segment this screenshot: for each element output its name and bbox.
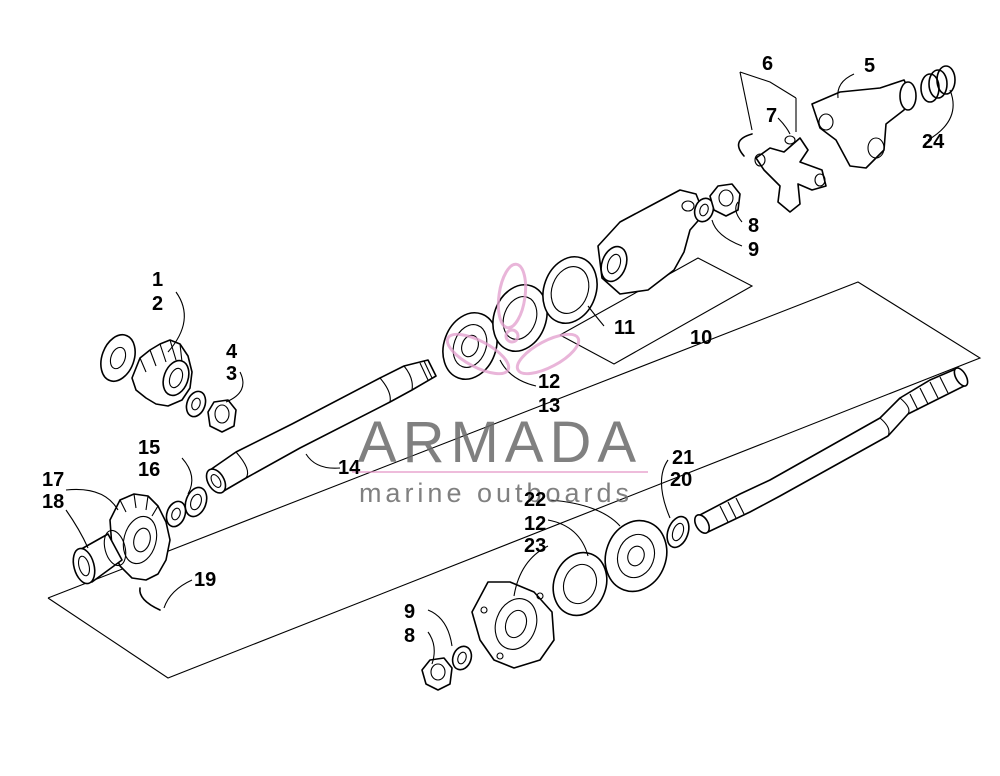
watermark-title: ARMADA xyxy=(358,410,642,475)
lower-drive-shaft xyxy=(693,367,969,534)
boot-ring-11 xyxy=(542,256,598,324)
snap-ring-7 xyxy=(737,133,753,157)
ball-bearing-upper xyxy=(442,312,498,380)
callout-6: 6 xyxy=(762,53,773,75)
callout-17: 17 xyxy=(42,469,64,491)
bevel-pinion-gear xyxy=(131,339,193,407)
callout-4: 4 xyxy=(226,341,238,363)
callout-21: 21 xyxy=(672,447,694,469)
thrust-washer xyxy=(100,333,136,383)
leader-lines xyxy=(65,73,954,665)
needle-bearing-18 xyxy=(72,529,127,585)
yoke-5 xyxy=(811,79,917,169)
callout-7: 7 xyxy=(766,105,777,127)
callout-5: 5 xyxy=(864,55,875,77)
washer-21 xyxy=(666,515,690,549)
callout-10: 10 xyxy=(690,327,712,349)
callout-9-upper: 9 xyxy=(748,239,759,261)
lock-washer xyxy=(185,390,207,418)
slip-yoke-10 xyxy=(597,189,705,295)
callout-8-upper: 8 xyxy=(748,215,759,237)
callout-24: 24 xyxy=(922,131,945,153)
collar-16 xyxy=(184,486,208,518)
callout-12-lower: 12 xyxy=(524,513,546,535)
callout-22: 22 xyxy=(524,489,546,511)
watermark-logo-icon xyxy=(445,262,581,376)
callout-8-lower: 8 xyxy=(404,625,415,647)
bearing-housing-22 xyxy=(604,519,668,593)
callout-23: 23 xyxy=(524,535,546,557)
callout-14: 14 xyxy=(338,457,361,479)
spring-24 xyxy=(920,65,956,103)
nut-8-lower xyxy=(421,657,453,691)
nut-8-upper xyxy=(709,183,741,217)
group-frame-lower xyxy=(47,281,982,679)
callout-18: 18 xyxy=(42,491,64,513)
callout-9-lower: 9 xyxy=(404,601,415,623)
snap-ring-19 xyxy=(139,587,161,611)
callout-16: 16 xyxy=(138,459,160,481)
oil-seal-lower xyxy=(552,551,608,617)
upper-drive-shaft xyxy=(205,359,437,494)
hex-nut-3 xyxy=(207,399,237,433)
driven-gear-17 xyxy=(109,493,171,581)
washer-9-lower xyxy=(451,645,473,671)
group-bracket-6 xyxy=(739,71,797,132)
callout-20: 20 xyxy=(670,469,692,491)
callout-15: 15 xyxy=(138,437,160,459)
callout-13: 13 xyxy=(538,395,560,417)
callout-12-upper: 12 xyxy=(538,371,560,393)
flange-housing-23 xyxy=(471,581,555,669)
callout-11: 11 xyxy=(614,317,635,339)
watermark-subtitle: marine outboards xyxy=(359,478,633,508)
watermark: ARMADA marine outboards xyxy=(352,262,648,508)
callout-2: 2 xyxy=(152,293,163,315)
callout-3: 3 xyxy=(226,363,237,385)
callout-19: 19 xyxy=(194,569,216,591)
callout-1: 1 xyxy=(152,269,163,291)
u-joint-cross xyxy=(754,135,827,213)
washer-9-upper xyxy=(693,197,715,223)
spacer-washer-15 xyxy=(165,500,187,528)
callout-labels: 1 2 3 4 5 6 7 8 9 10 11 12 13 14 15 16 1… xyxy=(42,53,945,647)
